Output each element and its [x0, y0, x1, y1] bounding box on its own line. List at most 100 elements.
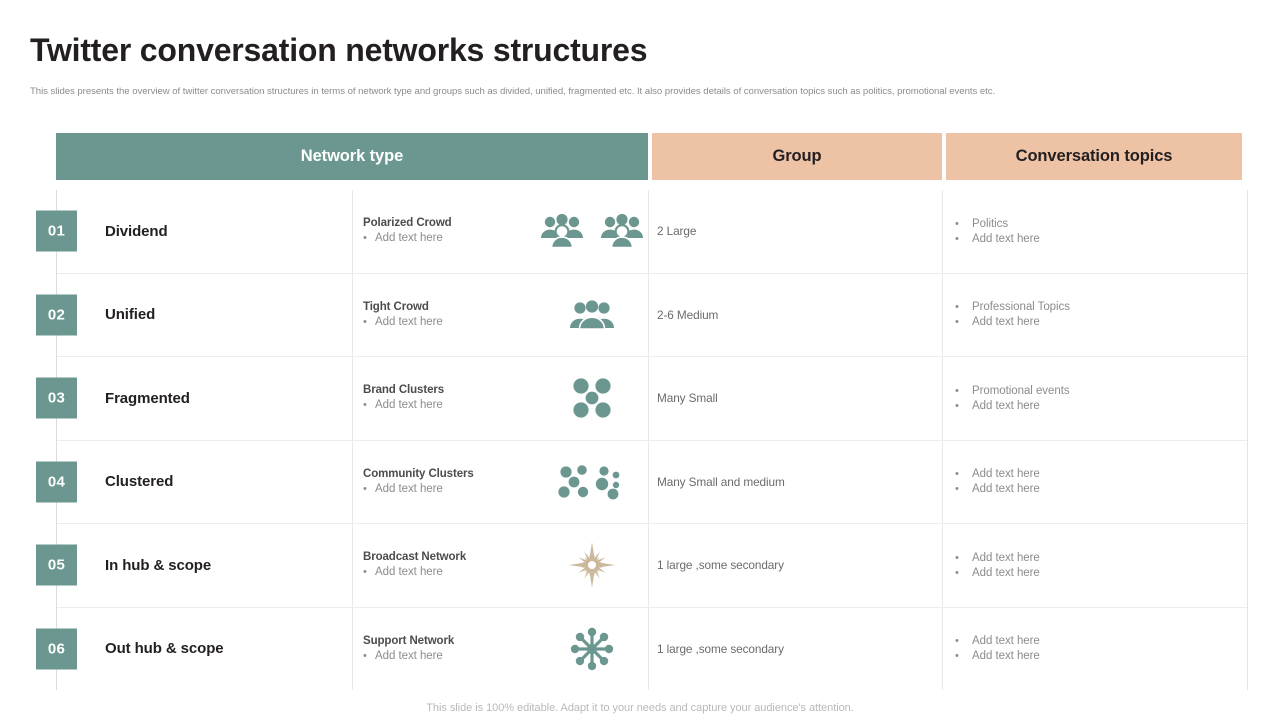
footer-note: This slide is 100% editable. Adapt it to…: [426, 702, 854, 714]
group-label: 1 large ,some secondary: [657, 641, 784, 656]
tight-people-group-icon: [536, 299, 648, 331]
crowd-text-block: Tight Crowd • Add text here: [363, 301, 536, 329]
crowd-bullet-label: Add text here: [375, 232, 443, 245]
bullet-icon: •: [955, 301, 959, 314]
column-header-group: Group: [652, 133, 942, 180]
group-cell: 2-6 Medium: [649, 273, 943, 356]
topic-label: Add text here: [972, 551, 1040, 564]
row-number-badge: 06: [36, 628, 77, 670]
row-number-badge: 02: [36, 294, 77, 336]
table-row: 06 Out hub & scope Support Network • Add…: [36, 607, 1247, 690]
crowd-bullet-label: Add text here: [375, 399, 443, 412]
row-number-badge: 01: [36, 210, 77, 252]
page-subtitle: This slides presents the overview of twi…: [30, 86, 996, 97]
crowd-title: Brand Clusters: [363, 384, 445, 397]
crowd-text-block: Polarized Crowd • Add text here: [363, 217, 536, 245]
crowd-cell: Community Clusters • Add text here: [353, 440, 649, 523]
group-label: 2 Large: [657, 224, 697, 239]
topic-item: • Add text here: [955, 552, 1040, 564]
topic-item: • Add text here: [955, 650, 1040, 662]
topic-list: • Promotional events • Add text here: [955, 385, 1070, 412]
bullet-icon: •: [363, 399, 367, 412]
bullet-icon: •: [955, 217, 959, 230]
bullet-icon: •: [363, 232, 367, 245]
topic-list: • Add text here • Add text here: [955, 635, 1040, 662]
two-people-groups-icon: [536, 214, 648, 249]
topic-item: • Add text here: [955, 400, 1070, 412]
network-type-cell: 01 Dividend: [36, 190, 353, 273]
topic-list: • Politics • Add text here: [955, 218, 1040, 245]
bullet-icon: •: [955, 399, 959, 412]
table-body: 01 Dividend Polarized Crowd • Add text h…: [36, 190, 1248, 690]
bullet-icon: •: [955, 650, 959, 663]
network-type-label: Clustered: [105, 473, 174, 491]
column-header-conversation-topics: Conversation topics: [946, 133, 1242, 180]
starburst-broadcast-icon: [536, 540, 648, 590]
bullet-icon: •: [955, 468, 959, 481]
crowd-title: Broadcast Network: [363, 551, 467, 564]
topic-label: Add text here: [972, 635, 1040, 648]
row-number-badge: 05: [36, 544, 77, 586]
network-type-cell: 03 Fragmented: [36, 357, 353, 440]
network-type-label: Out hub & scope: [105, 640, 224, 658]
network-type-cell: 06 Out hub & scope: [36, 607, 353, 690]
bullet-icon: •: [955, 384, 959, 397]
group-label: Many Small: [657, 391, 718, 406]
crowd-bullet-label: Add text here: [375, 482, 443, 495]
group-cell: 1 large ,some secondary: [649, 607, 943, 690]
crowd-text-block: Broadcast Network • Add text here: [363, 551, 536, 579]
topic-label: Add text here: [972, 650, 1040, 663]
crowd-bullet-item: • Add text here: [363, 316, 536, 329]
crowd-bullet-label: Add text here: [375, 315, 443, 328]
topic-item: • Politics: [955, 218, 1040, 230]
bullet-icon: •: [363, 649, 367, 662]
crowd-bullet-item: • Add text here: [363, 399, 536, 412]
topic-item: • Add text here: [955, 483, 1040, 495]
crowd-bullet-item: • Add text here: [363, 566, 536, 579]
topic-label: Add text here: [972, 232, 1040, 245]
crowd-bullet-item: • Add text here: [363, 232, 536, 245]
five-dot-cluster-icon: [536, 376, 648, 420]
topic-item: • Add text here: [955, 635, 1040, 647]
network-type-cell: 02 Unified: [36, 273, 353, 356]
topic-item: • Professional Topics: [955, 301, 1070, 313]
crowd-cell: Support Network • Add text here: [353, 607, 649, 690]
topic-item: • Promotional events: [955, 385, 1070, 397]
bullet-icon: •: [955, 551, 959, 564]
bullet-icon: •: [955, 232, 959, 245]
topic-label: Add text here: [972, 399, 1040, 412]
topic-label: Add text here: [972, 483, 1040, 496]
crowd-text-block: Support Network • Add text here: [363, 635, 536, 663]
table-row: 01 Dividend Polarized Crowd • Add text h…: [36, 190, 1247, 274]
topic-item: • Add text here: [955, 468, 1040, 480]
crowd-title: Support Network: [363, 634, 455, 647]
topic-list: • Add text here • Add text here: [955, 468, 1040, 495]
network-structures-table: Network type Group Conversation topics 0…: [36, 133, 1248, 690]
topic-list: • Add text here • Add text here: [955, 552, 1040, 579]
bullet-icon: •: [955, 316, 959, 329]
conversation-topics-cell: • Add text here • Add text here: [943, 524, 1243, 607]
group-label: 2-6 Medium: [657, 307, 719, 322]
network-type-label: In hub & scope: [105, 556, 212, 574]
group-label: 1 large ,some secondary: [657, 558, 784, 573]
row-number-badge: 04: [36, 461, 77, 503]
group-cell: Many Small and medium: [649, 440, 943, 523]
bullet-icon: •: [363, 482, 367, 495]
crowd-title: Polarized Crowd: [363, 217, 452, 230]
table-row: 05 In hub & scope Broadcast Network • Ad…: [36, 524, 1247, 608]
topic-label: Promotional events: [972, 384, 1070, 397]
crowd-text-block: Brand Clusters • Add text here: [363, 384, 536, 412]
column-header-network-type: Network type: [56, 133, 648, 180]
row-number-badge: 03: [36, 377, 77, 419]
hub-spoke-network-icon: [536, 625, 648, 673]
network-type-label: Fragmented: [105, 389, 190, 407]
conversation-topics-cell: • Add text here • Add text here: [943, 441, 1243, 524]
topic-label: Add text here: [972, 566, 1040, 579]
crowd-bullet-item: • Add text here: [363, 483, 536, 496]
group-label: Many Small and medium: [657, 474, 785, 489]
crowd-bullet-label: Add text here: [375, 649, 443, 662]
topic-label: Politics: [972, 217, 1009, 230]
bullet-icon: •: [363, 315, 367, 328]
crowd-cell: Tight Crowd • Add text here: [353, 273, 649, 356]
two-dot-clusters-icon: [536, 463, 648, 501]
